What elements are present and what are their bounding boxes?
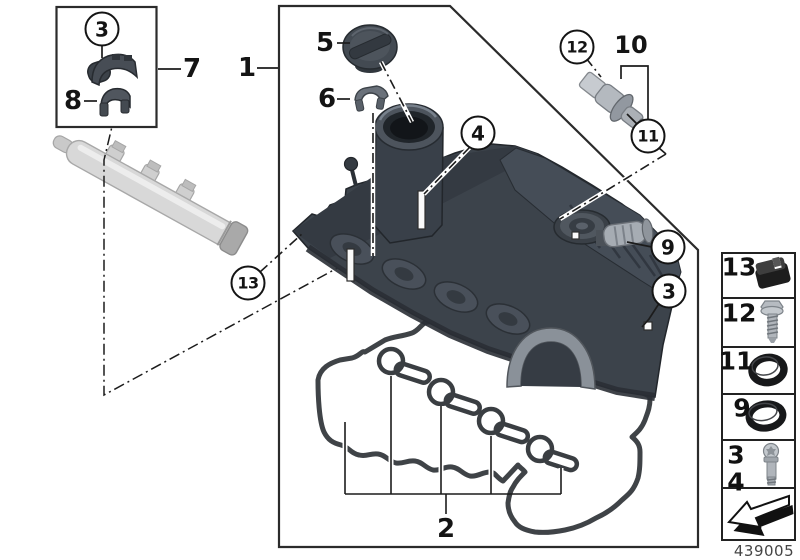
legend-number-11[interactable]: 11 xyxy=(718,346,754,376)
direction-arrow-icon xyxy=(727,494,794,536)
callout-3-cover[interactable]: 3 xyxy=(651,273,687,309)
legend-number-4[interactable]: 4 xyxy=(727,467,745,497)
mounting-axis-lines xyxy=(103,113,366,397)
seal-clip xyxy=(354,85,389,112)
fuel-rail xyxy=(52,135,249,256)
highlighted-bolt xyxy=(346,190,653,331)
rail-clamp-upper xyxy=(87,53,139,87)
callout-2[interactable]: 2 xyxy=(436,514,456,544)
legend-number-12[interactable]: 12 xyxy=(721,298,757,328)
callout-9[interactable]: 9 xyxy=(650,229,686,265)
callout-13[interactable]: 13 xyxy=(230,265,266,301)
rail-clamp-lower xyxy=(99,87,131,117)
ball-stud xyxy=(343,156,359,187)
callout-11[interactable]: 11 xyxy=(630,118,666,154)
legend-number-13[interactable]: 13 xyxy=(721,252,757,282)
leader-lines xyxy=(84,42,668,328)
callout-12[interactable]: 12 xyxy=(559,29,595,65)
callout-3-clamp[interactable]: 3 xyxy=(84,11,120,47)
oil-filler-neck xyxy=(373,103,444,244)
callout-2-bracket xyxy=(342,376,564,514)
callout-1[interactable]: 1 xyxy=(237,53,257,83)
o-ring-icon xyxy=(745,400,787,432)
legend-number-3[interactable]: 3 xyxy=(727,440,745,470)
assembly-frame xyxy=(277,4,700,549)
legend-panel xyxy=(721,252,796,541)
callout-6[interactable]: 6 xyxy=(317,84,337,114)
drawing-number: 439005 xyxy=(733,542,795,560)
callout-7[interactable]: 7 xyxy=(182,54,202,84)
callout-4[interactable]: 4 xyxy=(460,115,496,151)
spark-plug-shaft-seals xyxy=(376,346,580,473)
vent-elbow xyxy=(596,218,654,248)
rubber-grommet-icon xyxy=(755,254,791,289)
o-ring-icon xyxy=(748,353,788,387)
callout-10[interactable]: 10 xyxy=(614,31,648,59)
screw-icon xyxy=(760,300,784,343)
callout-5[interactable]: 5 xyxy=(315,28,335,58)
rear-arch xyxy=(506,327,596,390)
bolt-icon xyxy=(762,442,780,486)
callout-8[interactable]: 8 xyxy=(63,86,83,116)
legend-number-9[interactable]: 9 xyxy=(733,393,751,423)
oil-filler-cap xyxy=(342,24,398,73)
